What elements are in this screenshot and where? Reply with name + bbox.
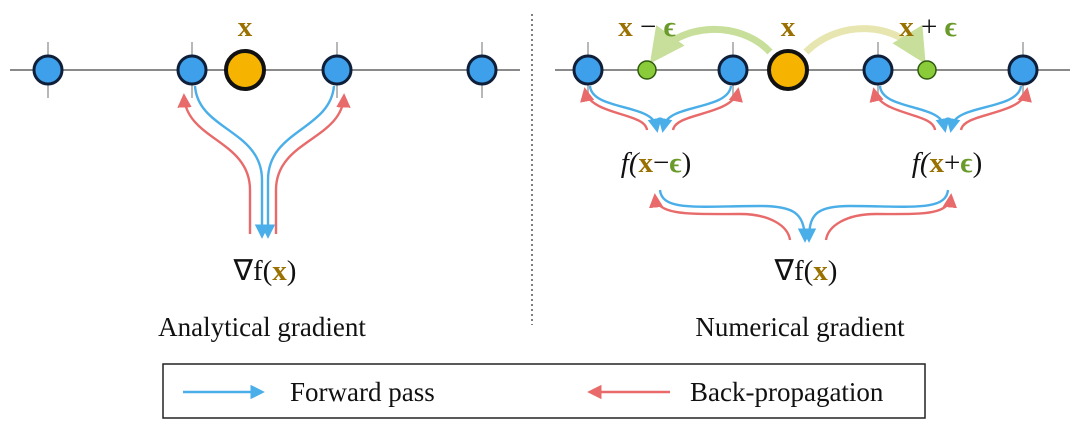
right-backprop-plus-right [959, 87, 1032, 131]
left-forward-path-right [260, 85, 336, 239]
x-plus-eps-label: x + ϵ [899, 11, 957, 43]
right-node-4 [1007, 54, 1039, 86]
left-backprop-path-left [177, 93, 252, 234]
left-node-4 [466, 54, 498, 86]
right-backprop-combine-left [649, 193, 792, 241]
right-caption: Numerical gradient [695, 312, 905, 342]
legend-box [162, 363, 926, 419]
right-forward-combine-left [658, 189, 813, 243]
right-point-x-minus-eps [637, 60, 657, 80]
right-node-3 [862, 54, 894, 86]
right-panel: x − ϵ x x + ϵ f(x−ϵ) f(x+ϵ) ∇f(x) Numeri… [555, 11, 1070, 342]
right-forward-combine-right [801, 189, 950, 243]
left-backprop-path-right [274, 93, 351, 234]
left-gradient-label: ∇f(x) [233, 255, 297, 287]
left-caption: Analytical gradient [158, 312, 366, 342]
right-forward-minus-right [658, 85, 733, 133]
x-minus-eps-label: x − ϵ [618, 11, 676, 43]
right-backprop-combine-right [824, 193, 958, 241]
right-backprop-minus-left [580, 87, 649, 131]
right-forward-minus-left [588, 85, 662, 133]
right-node-1 [572, 54, 604, 86]
right-forward-plus-right [946, 85, 1023, 133]
left-panel: x ∇f(x) Analytical gradient [10, 11, 520, 342]
right-backprop-minus-right [671, 87, 743, 131]
legend-backprop-label: Back-propagation [690, 377, 884, 407]
left-node-3 [321, 54, 353, 86]
left-forward-path-left [193, 85, 270, 239]
right-node-2 [717, 54, 749, 86]
left-node-2 [176, 54, 208, 86]
legend-forward-label: Forward pass [290, 377, 435, 407]
f-x-plus-eps-label: f(x+ϵ) [912, 147, 982, 179]
left-node-1 [32, 54, 64, 86]
right-point-label: x [781, 11, 796, 43]
legend: Forward pass Back-propagation [162, 363, 926, 419]
right-gradient-label: ∇f(x) [774, 255, 838, 287]
left-point-x [224, 49, 266, 91]
right-point-x-plus-eps [917, 60, 937, 80]
f-x-minus-eps-label: f(x−ϵ) [621, 147, 691, 179]
right-point-x [767, 49, 809, 91]
left-point-label: x [238, 11, 253, 43]
perturb-arrow-minus [649, 25, 773, 64]
perturb-arrow-plus [803, 24, 926, 64]
right-backprop-plus-left [869, 87, 937, 131]
